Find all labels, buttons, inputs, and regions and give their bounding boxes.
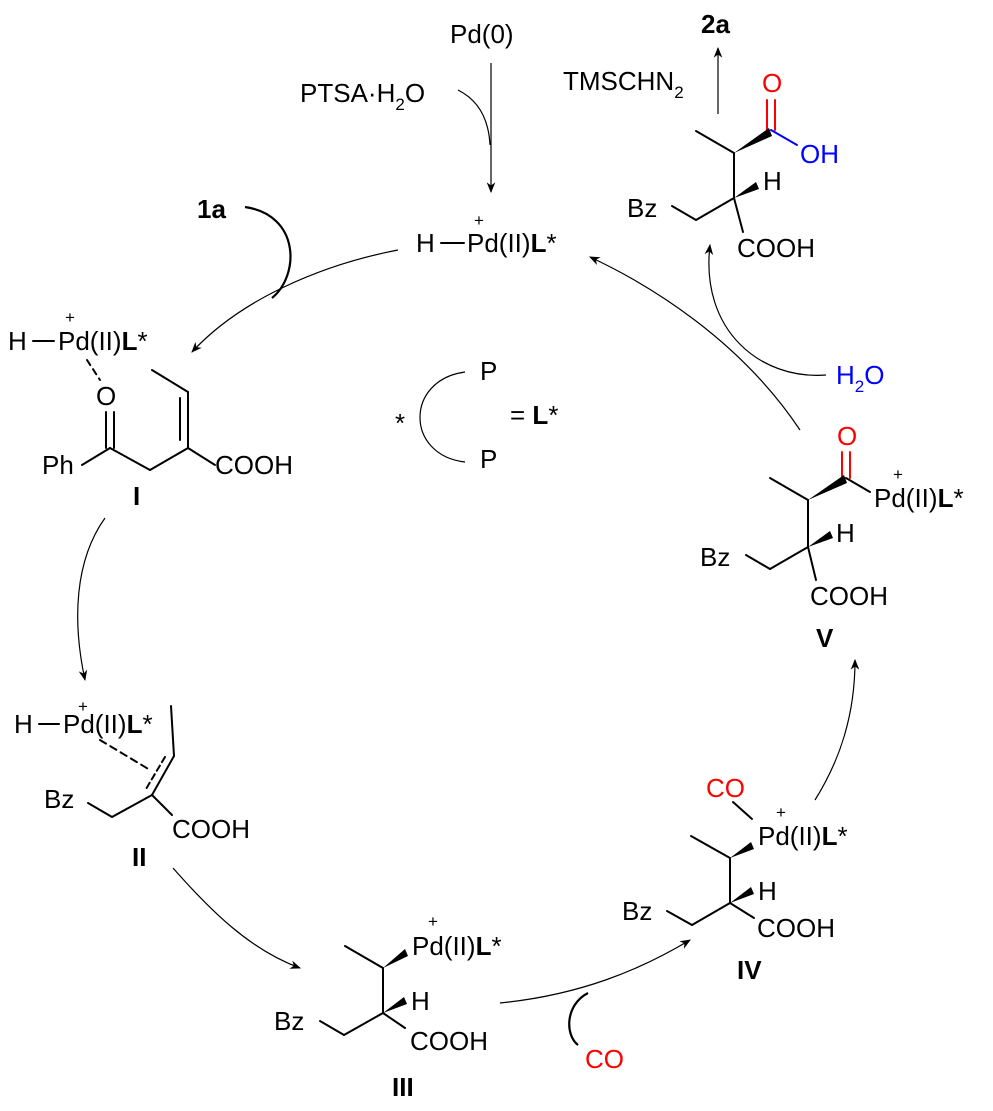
svg-text:Pd(II)L*: Pd(II)L* bbox=[467, 228, 557, 258]
svg-text:+: + bbox=[474, 211, 484, 230]
svg-text:II: II bbox=[132, 842, 146, 872]
svg-text:Bz: Bz bbox=[627, 193, 657, 223]
catalyst-hpd: H + Pd(II)L* bbox=[416, 211, 557, 258]
svg-text:O: O bbox=[837, 421, 857, 451]
svg-text:H: H bbox=[836, 518, 855, 548]
svg-text:PTSA·H2O: PTSA·H2O bbox=[300, 78, 425, 114]
svg-text:CO: CO bbox=[706, 773, 745, 803]
intermediate-IV: CO + Pd(II)L* H Bz COOH IV bbox=[622, 773, 848, 985]
intermediate-III: + Pd(II)L* H Bz COOH III bbox=[274, 912, 502, 1102]
svg-text:Pd(II)L*: Pd(II)L* bbox=[63, 709, 153, 739]
substrate-1a-label: 1a bbox=[197, 194, 226, 224]
svg-text:TMSCHN2: TMSCHN2 bbox=[563, 66, 684, 102]
cycle-arrow-II-to-III bbox=[172, 867, 302, 969]
intermediate-V: O + Pd(II)L* H Bz COOH V bbox=[700, 421, 964, 653]
substrate-entry-arrow bbox=[244, 205, 292, 299]
svg-text:*: * bbox=[395, 408, 405, 438]
hydrolysis-arrow bbox=[704, 243, 827, 376]
svg-text:H: H bbox=[411, 986, 430, 1016]
svg-text:COOH: COOH bbox=[810, 581, 888, 611]
svg-text:COOH: COOH bbox=[737, 233, 815, 263]
svg-text:P: P bbox=[480, 356, 497, 386]
svg-text:+: + bbox=[65, 308, 75, 327]
svg-text:+: + bbox=[428, 912, 438, 931]
svg-text:H: H bbox=[14, 709, 33, 739]
svg-text:Pd(II)L*: Pd(II)L* bbox=[758, 821, 848, 851]
svg-text:P: P bbox=[480, 444, 497, 474]
svg-text:= L*: = L* bbox=[510, 400, 558, 430]
svg-text:I: I bbox=[133, 481, 140, 511]
tmschn2-label: TMSCHN2 bbox=[563, 66, 684, 102]
svg-text:Bz: Bz bbox=[622, 896, 652, 926]
svg-text:V: V bbox=[816, 623, 834, 653]
svg-text:H2O: H2O bbox=[836, 360, 884, 396]
ptsa-label: PTSA·H2O bbox=[300, 78, 425, 114]
svg-text:+: + bbox=[893, 465, 903, 484]
ptsa-merge-arrow bbox=[457, 89, 491, 146]
svg-text:IV: IV bbox=[737, 955, 762, 985]
product-2a-label: 2a bbox=[701, 9, 730, 39]
cycle-arrow-cat-to-I bbox=[191, 249, 399, 353]
svg-text:H: H bbox=[416, 228, 435, 258]
svg-text:Bz: Bz bbox=[700, 542, 730, 572]
svg-text:O: O bbox=[96, 381, 116, 411]
svg-text:COOH: COOH bbox=[172, 814, 250, 844]
cycle-arrow-I-to-II bbox=[77, 517, 106, 682]
water-label: H2O bbox=[836, 360, 884, 396]
svg-text:+: + bbox=[776, 803, 786, 822]
cycle-arrow-V-to-cat bbox=[589, 256, 801, 431]
svg-text:Bz: Bz bbox=[44, 784, 74, 814]
svg-text:III: III bbox=[392, 1072, 414, 1102]
svg-text:+: + bbox=[78, 697, 88, 716]
svg-text:Bz: Bz bbox=[274, 1006, 304, 1036]
svg-text:H: H bbox=[8, 326, 27, 356]
svg-text:OH: OH bbox=[800, 139, 839, 169]
svg-text:COOH: COOH bbox=[215, 450, 293, 480]
svg-text:Pd(II)L*: Pd(II)L* bbox=[412, 931, 502, 961]
co-reagent-label: CO bbox=[585, 1044, 624, 1074]
svg-text:Ph: Ph bbox=[42, 450, 74, 480]
intermediate-I: + H Pd(II)L* O Ph COOH I bbox=[8, 308, 293, 511]
pd0-label: Pd(0) bbox=[450, 19, 514, 49]
svg-text:H: H bbox=[758, 876, 777, 906]
ligand-legend: * P P = L* bbox=[395, 356, 558, 474]
co-entry-arrow bbox=[568, 992, 589, 1046]
intermediate-II: + H Pd(II)L* Bz COOH II bbox=[14, 697, 250, 872]
diacid-intermediate: O OH H Bz COOH bbox=[627, 68, 839, 263]
svg-text:Pd(II)L*: Pd(II)L* bbox=[874, 483, 964, 513]
cycle-arrow-IV-to-V bbox=[814, 658, 860, 801]
svg-text:H: H bbox=[763, 166, 782, 196]
cycle-arrow-III-to-IV bbox=[499, 939, 691, 1004]
svg-text:COOH: COOH bbox=[410, 1026, 488, 1056]
svg-text:COOH: COOH bbox=[757, 913, 835, 943]
svg-text:O: O bbox=[762, 68, 782, 98]
svg-text:Pd(II)L*: Pd(II)L* bbox=[58, 326, 148, 356]
